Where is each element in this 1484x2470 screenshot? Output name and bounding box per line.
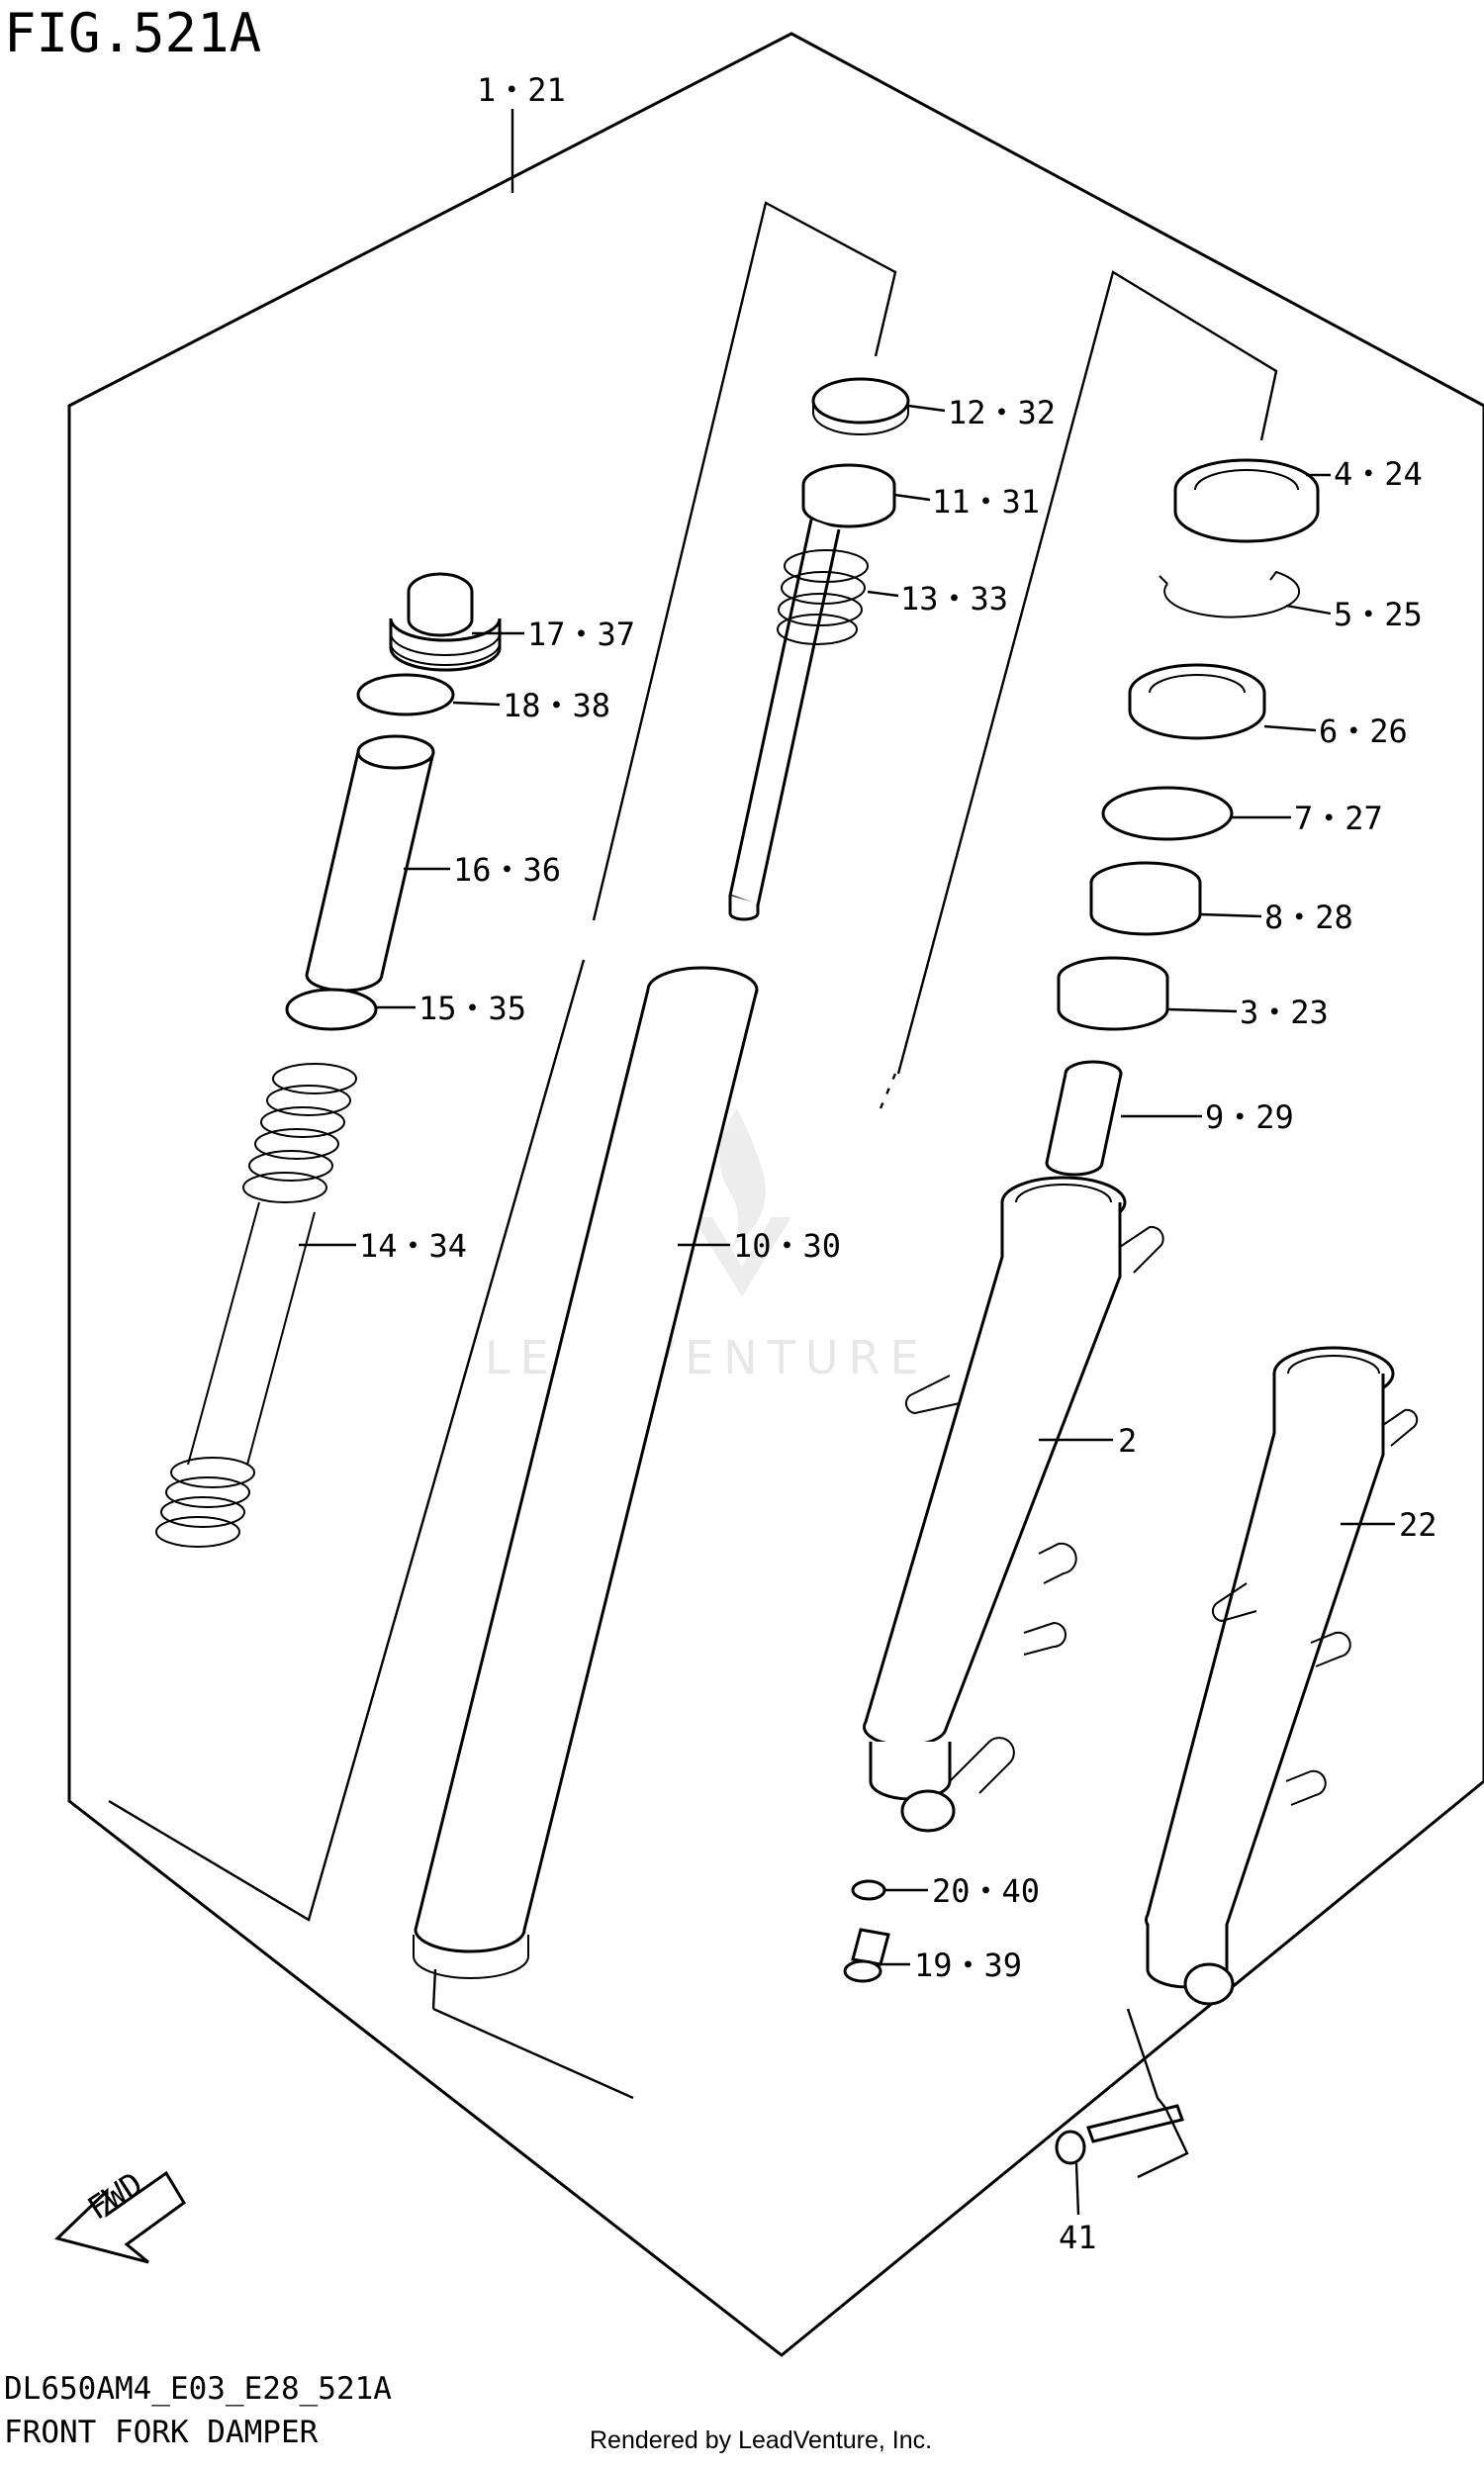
part-11-piston-rod	[728, 463, 896, 921]
callout-7: 7・27	[1294, 800, 1383, 837]
callout-14: 14・34	[359, 1227, 467, 1265]
axle-bolt-bracket	[1126, 2008, 1189, 2179]
callout-3: 3・23	[1240, 994, 1329, 1031]
part-19-damper-bolt	[843, 1928, 890, 1983]
callout-11: 11・31	[932, 483, 1040, 521]
callout-5: 5・25	[1334, 596, 1423, 633]
part-2-outer-tube	[863, 1176, 1164, 1833]
callout-22: 22	[1399, 1506, 1438, 1544]
model-code: DL650AM4_E03_E28_521A	[4, 2371, 392, 2407]
part-15-washer	[285, 988, 378, 1031]
render-credit: Rendered by LeadVenture, Inc.	[590, 2426, 933, 2454]
callout-6: 6・26	[1319, 712, 1408, 750]
assembly-frame	[67, 32, 1484, 2357]
part-16-spacer-tube	[305, 734, 435, 993]
part-17-cap-bolt	[389, 572, 502, 672]
part-4-oil-seal	[1173, 458, 1320, 543]
part-6-dust-seal	[1128, 663, 1266, 740]
diagram-subtitle: FRONT FORK DAMPER	[4, 2415, 319, 2450]
callout-20: 20・40	[932, 1872, 1040, 1910]
part-8-guide-bushing	[1089, 861, 1202, 936]
part-14-fork-spring	[155, 1063, 357, 1548]
callout-41: 41	[1059, 2219, 1097, 2256]
part-9-oil-lock-piece	[1045, 1060, 1123, 1177]
callout-13: 13・33	[900, 580, 1008, 618]
callout-9: 9・29	[1205, 1098, 1294, 1136]
callout-labels: 1・21 12・32 11・31 13・33 4・24 5・25 6・26 7・…	[359, 71, 1438, 2256]
callout-10: 10・30	[733, 1227, 841, 1265]
callout-2: 2	[1118, 1422, 1137, 1460]
part-20-gasket	[851, 1879, 886, 1901]
part-7-washer	[1101, 786, 1234, 841]
part-18-o-ring	[356, 673, 455, 716]
callout-15: 15・35	[418, 990, 526, 1027]
part-22-outer-tube	[1145, 1346, 1419, 2006]
callout-17: 17・37	[527, 616, 635, 653]
callout-18: 18・38	[503, 687, 610, 724]
callout-16: 16・36	[453, 851, 561, 889]
part-41-axle-bolt	[1055, 2104, 1184, 2165]
callout-4: 4・24	[1334, 455, 1423, 493]
callout-assembly: 1・21	[477, 71, 566, 109]
part-10-inner-tube	[413, 966, 759, 1979]
forward-arrow-icon: FWD	[54, 2164, 186, 2264]
part-5-stopper-ring	[1159, 570, 1301, 618]
part-12-ring	[811, 377, 910, 435]
callout-19: 19・39	[914, 1947, 1022, 1984]
callout-12: 12・32	[948, 394, 1056, 431]
part-3-slide-bushing	[1057, 956, 1169, 1031]
part-13-rebound-spring	[777, 549, 869, 645]
left-group-bracket	[108, 201, 1278, 2100]
callout-leaders	[299, 404, 1395, 2216]
figure-title: FIG.521A	[4, 2, 262, 64]
callout-8: 8・28	[1264, 899, 1353, 936]
